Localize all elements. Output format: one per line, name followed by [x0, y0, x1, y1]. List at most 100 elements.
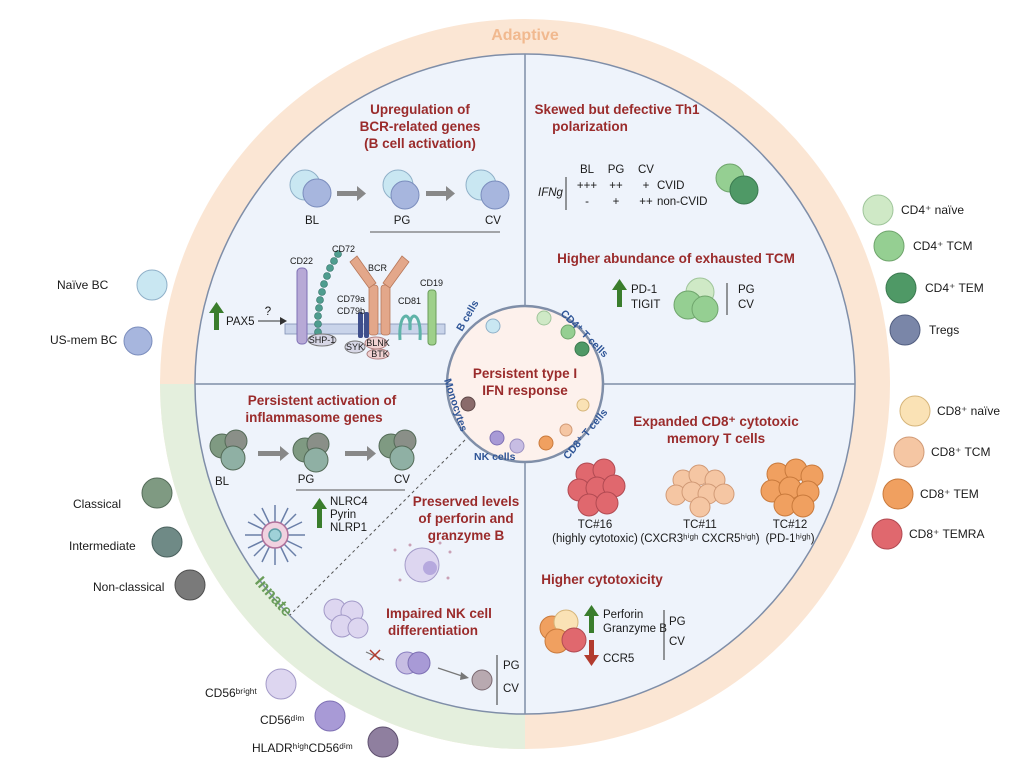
ring-label-adaptive: Adaptive	[491, 27, 559, 44]
protein-cd79a: CD79a	[337, 294, 365, 304]
legend-hladr-cd56-dim-label: HLADRʰⁱᵍʰCD56ᵈⁱᵐ	[252, 741, 353, 755]
nk-heading-line1: Impaired NK cell	[386, 606, 492, 621]
legend-cd8-tcm-label: CD8⁺ TCM	[931, 445, 990, 459]
intermediate-monocyte-icon	[151, 526, 183, 558]
center-title-line1: Persistent type I	[473, 366, 577, 381]
cd4-naive-cell-icon	[862, 194, 894, 226]
th1-gene-ifng: IFNg	[538, 187, 564, 199]
bcr-heading-line2: BCR-related genes	[360, 119, 481, 134]
legend-cd4-naive-label: CD4⁺ naïve	[901, 203, 964, 217]
pax5-up-arrow-icon	[209, 302, 224, 330]
th1-r2-bl: -	[585, 196, 589, 208]
cd8-cluster-tc12-desc: (PD-1ʰⁱᵍʰ)	[765, 532, 814, 545]
cd8-cluster-tc16-desc: (highly cytotoxic)	[552, 533, 638, 545]
monocyte-stage-icons	[209, 429, 417, 473]
tc11-cluster-icon	[665, 464, 735, 518]
cd56-dim-cell-icon	[314, 700, 346, 732]
tc16-cluster-icon	[567, 458, 626, 517]
perforin-heading-line1: Preserved levels	[413, 494, 520, 509]
protein-cd19: CD19	[420, 278, 443, 288]
th1-r1-cv: +	[643, 180, 650, 192]
cytotox-cell-icons	[539, 609, 587, 654]
bcr-stage-pg: PG	[394, 215, 411, 227]
legend-cd4: CD4⁺ naïve CD4⁺ TCM CD4⁺ TEM Tregs	[862, 194, 984, 346]
legend-cd4-tcm-label: CD4⁺ TCM	[913, 239, 972, 253]
inflam-stage-pg: PG	[298, 474, 315, 486]
cd19-receptor	[427, 289, 437, 346]
legend-us-mem-bc-label: US-mem BC	[50, 333, 118, 347]
nk-arrow-line-2	[437, 667, 463, 677]
bcr-heading-line3: (B cell activation)	[364, 136, 476, 151]
cd8-cluster-tc11-name: TC#11	[683, 519, 717, 531]
th1-col-cv: CV	[638, 164, 654, 176]
protein-blnk: BLNK	[366, 338, 390, 348]
nk-stage-cv: CV	[503, 683, 519, 695]
legend-cd4-tem-label: CD4⁺ TEM	[925, 281, 984, 295]
btk-adaptor	[366, 348, 390, 360]
shp1-adaptor	[307, 333, 337, 347]
protein-cd81: CD81	[398, 296, 421, 306]
inflam-stage-bl: BL	[215, 476, 230, 488]
cd8-cluster-tc11-desc: (CXCR3ʰⁱᵍʰ CXCR5ʰⁱᵍʰ)	[640, 532, 759, 545]
inflam-gene-pyrin: Pyrin	[330, 509, 356, 521]
protein-shp1: SHP-1	[309, 335, 336, 345]
us-mem-bc-cell-icon	[123, 326, 153, 356]
nk-panel: Impaired NK cell differentiation PG CV	[323, 598, 520, 705]
cytotox-stage-pg: PG	[669, 616, 686, 628]
cd8-tem-cell-icon	[882, 478, 914, 510]
nk-arrow-head-icon	[460, 672, 469, 680]
tcm-stage-pg: PG	[738, 284, 755, 296]
legend-tregs-label: Tregs	[929, 323, 959, 337]
inflam-gene-nlrc4: NLRC4	[330, 496, 368, 508]
legend-cd8-temra-label: CD8⁺ TEMRA	[909, 527, 984, 541]
cytotox-stage-cv: CV	[669, 636, 685, 648]
inflam-heading-line1: Persistent activation of	[248, 393, 397, 408]
gene-pax5: PAX5	[226, 316, 255, 328]
inflam-stage-cv: CV	[394, 474, 410, 486]
nk-stage-icons	[323, 598, 493, 691]
nk-stage-pg: PG	[503, 660, 520, 672]
cd22-receptor	[296, 267, 308, 345]
legend-intermediate-label: Intermediate	[69, 539, 136, 553]
th1-r1-pg: ++	[609, 180, 623, 192]
cytotox-panel: Higher cytotoxicity Perforin Granzyme B …	[539, 572, 686, 666]
pax5-question: ?	[265, 306, 271, 318]
protein-bcr: BCR	[368, 263, 388, 273]
th1-heading-line2: polarization	[552, 119, 628, 134]
pax5-arrow-head-icon	[280, 317, 287, 325]
th1-r2-cv: ++	[639, 196, 653, 208]
naive-bc-cell-icon	[136, 269, 168, 301]
th1-col-bl: BL	[580, 164, 595, 176]
tc12-cluster-icon	[760, 458, 824, 518]
legend-b-cells: Naïve BC US-mem BC	[50, 269, 168, 356]
cd8-heading-line1: Expanded CD8⁺ cytotoxic	[633, 414, 799, 429]
protein-syk: SYK	[346, 342, 364, 352]
bcr-stage-cv: CV	[485, 215, 501, 227]
th1-heading-line1: Skewed but defective Th1	[534, 102, 700, 117]
legend-nk-cells: CD56ᵇʳⁱᵍʰᵗ CD56ᵈⁱᵐ HLADRʰⁱᵍʰCD56ᵈⁱᵐ	[205, 668, 399, 758]
cd8-temra-cell-icon	[871, 518, 903, 550]
legend-cd8-tem-label: CD8⁺ TEM	[920, 487, 979, 501]
legend-cd56-dim-label: CD56ᵈⁱᵐ	[260, 713, 304, 727]
inner-label-nk-cells: NK cells	[474, 451, 516, 463]
th1-r2-group: non-CVID	[657, 196, 708, 208]
bcr-receptor	[349, 255, 410, 336]
bcr-stage-bl: BL	[305, 215, 320, 227]
inflam-up-arrow-icon	[312, 498, 327, 528]
legend-classical-label: Classical	[73, 497, 121, 511]
center-cells	[460, 310, 590, 454]
connector-dashed-line	[289, 439, 466, 616]
perforin-panel: Preserved levels of perforin and granzym…	[393, 494, 520, 583]
perforin-heading-line3: granzyme B	[428, 528, 505, 543]
cytotox-heading: Higher cytotoxicity	[541, 572, 663, 587]
bcr-heading-line1: Upregulation of	[370, 102, 470, 117]
cytotox-up-perforin: Perforin	[603, 609, 643, 621]
inflam-heading-line2: inflammasome genes	[245, 410, 382, 425]
legend-non-classical-label: Non-classical	[93, 580, 164, 594]
classical-monocyte-icon	[141, 477, 173, 509]
th1-panel: Skewed but defective Th1 polarization BL…	[534, 102, 759, 210]
tcm-marker-pd1: PD-1	[631, 284, 657, 296]
legend-naive-bc-label: Naïve BC	[57, 278, 109, 292]
